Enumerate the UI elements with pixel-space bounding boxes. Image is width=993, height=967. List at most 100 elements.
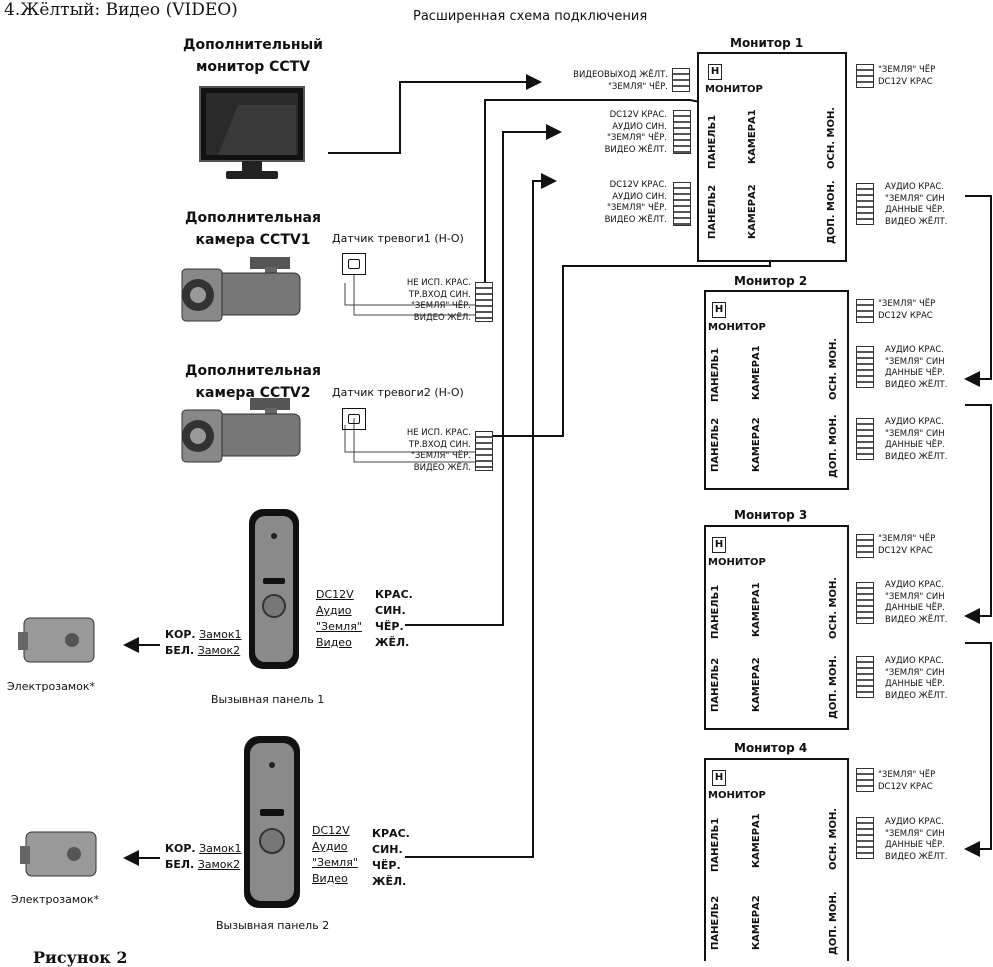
wire-label: "ЗЕМЛЯ" ЧЁР	[878, 770, 936, 780]
wire-label: "ЗЕМЛЯ" ЧЁР.	[607, 133, 667, 143]
panel2-left-labels: DC12V Аудио "Земля" Видео	[312, 823, 358, 887]
panel1-left-labels: DC12V Аудио "Земля" Видео	[316, 587, 362, 651]
port-extra-monitor: ДОП. МОН.	[828, 891, 839, 955]
monitor4-title: Монитор 4	[734, 741, 808, 755]
panel-label: Аудио	[312, 840, 348, 853]
wire-label: ВИДЕО ЖЁЛТ.	[885, 216, 948, 227]
port-camera2: КАМЕРА2	[747, 184, 758, 239]
panel-color: КРАС.	[372, 827, 410, 840]
panel-label: Видео	[312, 872, 348, 885]
wire-label: АУДИО КРАС.	[885, 182, 944, 192]
wire-label: ДАННЫЕ ЧЁР.	[885, 603, 945, 613]
wire-label: DC12V КРАС	[878, 545, 933, 556]
wire-label: DC12V КРАС	[878, 76, 933, 87]
cctv-monitor-title-text: Дополнительный монитор CCTV	[183, 37, 323, 75]
camera1-title-text: Дополнительная камера CCTV1	[185, 210, 321, 248]
lock-label: Замок1	[199, 628, 242, 641]
port-panel1: ПАНЕЛЬ1	[710, 584, 721, 639]
port-panel2: ПАНЕЛЬ2	[710, 657, 721, 712]
port-extra-monitor: ДОП. МОН.	[828, 414, 839, 478]
lock1-image	[18, 612, 100, 668]
wire-label: DC12V КРАС.	[609, 180, 667, 190]
wire-label: ДАННЫЕ ЧЁР.	[885, 368, 945, 378]
panel-color: ЖЁЛ.	[375, 636, 410, 649]
wire-label: ДАННЫЕ ЧЁР.	[885, 840, 945, 850]
monitor1-power-connector	[856, 64, 874, 88]
lock-color: БЕЛ.	[165, 644, 195, 657]
wire-label: НЕ ИСП. КРАС.	[406, 278, 471, 288]
camera2-image	[170, 396, 305, 471]
monitor3-title: Монитор 3	[734, 508, 808, 522]
lock-color: БЕЛ.	[165, 858, 195, 871]
wire-label: ДАННЫЕ ЧЁР.	[885, 440, 945, 450]
port-panel1: ПАНЕЛЬ1	[707, 114, 718, 169]
monitor3-data-connector-a	[856, 582, 874, 624]
wire-label: ВИДЕОВЫХОД ЖЁЛТ.	[573, 70, 668, 80]
monitor-label: МОНИТОР	[708, 322, 766, 333]
alarm2-label: Датчик тревоги2 (Н-О)	[332, 386, 464, 399]
wire-label: ДАННЫЕ ЧЁР.	[885, 679, 945, 689]
wire-label: ВИДЕО ЖЁЛТ.	[885, 451, 948, 462]
diagram-title: Расширенная схема подключения	[413, 9, 648, 24]
monitor3-data-labels-b: АУДИО КРАС. "ЗЕМЛЯ" СИН ДАННЫЕ ЧЁР. ВИДЕ…	[885, 656, 947, 702]
lock1-caption: Электрозамок*	[7, 680, 96, 693]
panel2-right-labels: КРАС. СИН. ЧЁР. ЖЁЛ.	[372, 826, 410, 890]
port-camera2: КАМЕРА2	[751, 417, 762, 472]
monitor2-data-connector-b	[856, 418, 874, 460]
monitor3-box: H МОНИТОР ПАНЕЛЬ1 КАМЕРА1 ОСН. МОН. ПАНЕ…	[704, 525, 849, 730]
cctv-monitor-image	[198, 85, 306, 181]
wire-label: АУДИО СИН.	[612, 191, 667, 202]
monitor1-data-connector	[856, 183, 874, 225]
monitor2-box: H МОНИТОР ПАНЕЛЬ1 КАМЕРА1 ОСН. МОН. ПАНЕ…	[704, 290, 849, 490]
lock-label: Замок1	[199, 842, 242, 855]
wire-label: "ЗЕМЛЯ" СИН	[885, 828, 945, 839]
panel-label: Видео	[316, 636, 352, 649]
wire-label: "ЗЕМЛЯ" СИН	[885, 667, 945, 678]
wire-label: ВИДЕО ЖЁЛТ.	[885, 614, 948, 625]
cctv-monitor-title: Дополнительный монитор CCTV	[178, 34, 328, 78]
port-main-monitor: ОСН. МОН.	[828, 337, 839, 400]
wire-label: АУДИО КРАС.	[885, 417, 944, 427]
camera2-title: Дополнительная камера CCTV2	[178, 360, 328, 404]
wire-label: "ЗЕМЛЯ" ЧЁР	[878, 65, 936, 75]
wire-label: ВИДЕО ЖЁЛТ.	[604, 144, 667, 155]
wire-label: ТР.ВХОД СИН.	[408, 439, 471, 450]
call-panel1-image	[248, 508, 300, 670]
wire-label: "ЗЕМЛЯ" ЧЁР.	[608, 81, 668, 92]
panel-color: ЧЁР.	[372, 859, 401, 872]
alarm2-sensor	[342, 408, 366, 430]
port-main-monitor: ОСН. МОН.	[828, 807, 839, 870]
monitor2-data-labels-a: АУДИО КРАС. "ЗЕМЛЯ" СИН ДАННЫЕ ЧЁР. ВИДЕ…	[885, 345, 947, 391]
video-out-connector	[672, 68, 690, 92]
panel2-port-labels: DC12V КРАС. АУДИО СИН. "ЗЕМЛЯ" ЧЁР. ВИДЕ…	[567, 180, 667, 226]
port-main-monitor: ОСН. МОН.	[828, 576, 839, 639]
wire-label: "ЗЕМЛЯ" СИН	[885, 193, 945, 204]
monitor4-data-connector	[856, 817, 874, 859]
wire-label: АУДИО КРАС.	[885, 345, 944, 355]
camera1-image	[170, 255, 305, 330]
monitor-label: МОНИТОР	[705, 84, 763, 95]
lock-label: Замок2	[197, 858, 241, 871]
monitor-icon: H	[712, 537, 726, 553]
monitor3-data-labels-a: АУДИО КРАС. "ЗЕМЛЯ" СИН ДАННЫЕ ЧЁР. ВИДЕ…	[885, 580, 947, 626]
panel1-port-labels: DC12V КРАС. АУДИО СИН. "ЗЕМЛЯ" ЧЁР. ВИДЕ…	[567, 110, 667, 156]
port-main-monitor: ОСН. МОН.	[826, 106, 837, 169]
video-out-labels: ВИДЕОВЫХОД ЖЁЛТ. "ЗЕМЛЯ" ЧЁР.	[538, 70, 668, 93]
port-camera2: КАМЕРА2	[751, 895, 762, 950]
figure-caption: Рисунок 2	[33, 948, 128, 967]
wire-label: АУДИО СИН.	[612, 121, 667, 132]
panel-label: "Земля"	[316, 620, 362, 633]
wire-label: ВИДЕО ЖЁЛ.	[413, 462, 471, 473]
port-extra-monitor: ДОП. МОН.	[826, 180, 837, 244]
wire-label: DC12V КРАС	[878, 310, 933, 321]
wire-label: ТР.ВХОД СИН.	[408, 289, 471, 300]
wire-label: "ЗЕМЛЯ" ЧЁР.	[607, 203, 667, 213]
alarm1-sensor	[342, 253, 366, 275]
wire-label: АУДИО КРАС.	[885, 656, 944, 666]
lock2-lines: КОР. Замок1 БЕЛ. Замок2	[165, 841, 242, 873]
monitor3-data-connector-b	[856, 656, 874, 698]
monitor-label: МОНИТОР	[708, 790, 766, 801]
wire-label: "ЗЕМЛЯ" ЧЁР.	[411, 301, 471, 311]
panel2-port-connector	[673, 182, 691, 226]
wire-label: "ЗЕМЛЯ" СИН	[885, 428, 945, 439]
